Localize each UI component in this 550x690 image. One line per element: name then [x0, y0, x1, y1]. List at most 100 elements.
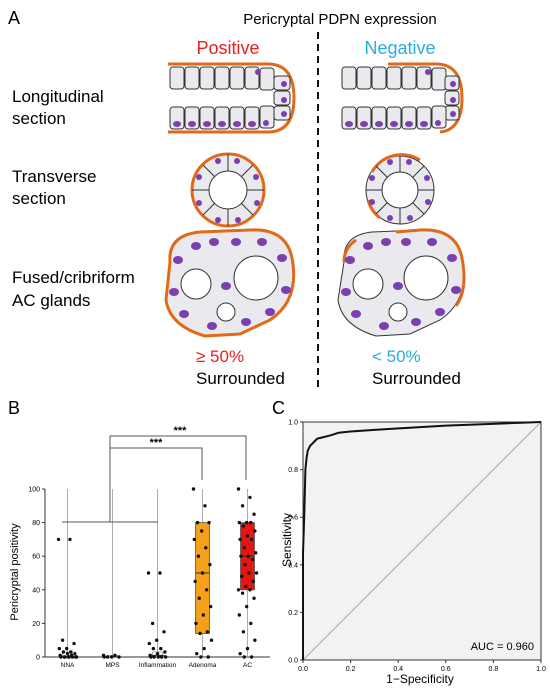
- x-tick-label-c: 0.2: [346, 666, 356, 673]
- data-point: [245, 534, 250, 538]
- data-point: [60, 638, 65, 642]
- data-point: [198, 631, 202, 636]
- data-point: [240, 591, 245, 595]
- data-point: [204, 546, 208, 550]
- row-label-fused: Fused/cribriform: [12, 268, 135, 287]
- data-point: [252, 512, 256, 516]
- data-point: [248, 495, 252, 500]
- box-adenoma: [195, 522, 210, 634]
- y-axis-title-c: Sensitivity: [280, 513, 294, 567]
- data-point: [240, 504, 245, 508]
- data-point: [236, 487, 241, 491]
- y-tick-label-c: 1.0: [288, 420, 298, 427]
- y-tick-label-b: 0: [36, 655, 40, 662]
- data-point: [57, 646, 62, 651]
- row-label-longitudinal-2: section: [12, 109, 66, 128]
- data-point: [159, 655, 164, 659]
- x-tick-label-b: Adenoma: [189, 662, 217, 669]
- data-point: [249, 621, 253, 626]
- data-point: [238, 537, 242, 542]
- y-tick-label-b: 60: [32, 554, 40, 561]
- positive-surrounded: Surrounded: [196, 369, 285, 388]
- y-tick-label-b: 40: [32, 587, 40, 594]
- row-label-transverse: Transverse: [12, 167, 96, 186]
- crypt-transverse-positive: [190, 152, 266, 228]
- diagonal-line: [302, 421, 542, 661]
- x-tick-label-c: 0.0: [298, 666, 308, 673]
- data-point: [70, 655, 75, 659]
- y-tick-label-b: 100: [28, 487, 40, 494]
- data-point: [152, 655, 156, 659]
- data-point: [197, 596, 201, 600]
- row-label-longitudinal: Longitudinal: [12, 87, 104, 106]
- y-tick-label-c: 0.4: [288, 562, 298, 569]
- data-point: [253, 638, 257, 642]
- data-point: [238, 651, 242, 656]
- sig-adenoma: ***: [150, 437, 164, 449]
- data-point: [109, 655, 114, 659]
- y-tick-label-c: 0.0: [288, 658, 298, 665]
- data-point: [249, 537, 254, 542]
- panel-b: B Pericryptal positivity 020406080100NNA…: [8, 398, 270, 669]
- data-point: [242, 655, 246, 659]
- data-point: [61, 650, 66, 654]
- data-point: [244, 604, 249, 609]
- x-tick-label-c: 0.6: [441, 666, 451, 673]
- data-point: [241, 524, 246, 528]
- negative-surrounded: Surrounded: [372, 369, 461, 388]
- data-point: [149, 655, 153, 659]
- data-point: [236, 588, 241, 592]
- data-point: [159, 646, 163, 651]
- data-point: [150, 621, 155, 626]
- data-point: [162, 630, 166, 634]
- y-tick-label-c: 0.8: [288, 467, 298, 474]
- gland-fused-negative: [337, 228, 466, 337]
- data-point: [74, 655, 79, 659]
- y-tick-label-b: 20: [32, 621, 40, 628]
- data-point: [200, 571, 205, 575]
- data-point: [194, 621, 198, 626]
- data-point: [155, 651, 160, 656]
- data-point: [56, 537, 61, 542]
- data-point: [147, 641, 152, 646]
- crypt-transverse-negative: [365, 153, 435, 225]
- data-point: [254, 571, 259, 575]
- data-point: [208, 604, 213, 609]
- data-point: [64, 646, 69, 651]
- x-axis-title-c: 1−Specificity: [386, 672, 454, 686]
- data-point: [240, 574, 244, 579]
- bracket-adenoma: [109, 447, 203, 522]
- data-point: [195, 651, 199, 656]
- data-point: [205, 630, 210, 634]
- row-label-transverse-2: section: [12, 189, 66, 208]
- data-point: [248, 588, 252, 592]
- data-point: [242, 546, 246, 550]
- positive-threshold: ≥ 50%: [196, 347, 244, 366]
- data-point: [72, 641, 76, 646]
- data-point: [237, 613, 242, 617]
- x-tick-label-b: MPS: [105, 662, 120, 669]
- panel-b-label: B: [8, 398, 20, 418]
- data-point: [241, 630, 246, 634]
- crypt-longitudinal-negative: [341, 62, 464, 134]
- data-point: [199, 529, 204, 533]
- data-point: [207, 520, 211, 525]
- panel-a: A Pericryptal PDPN expression Positive N…: [8, 8, 466, 390]
- data-point: [201, 613, 206, 617]
- data-point: [146, 571, 151, 575]
- positive-heading: Positive: [196, 38, 259, 58]
- data-point: [195, 520, 200, 525]
- data-point: [113, 653, 117, 658]
- data-point: [252, 596, 256, 600]
- data-point: [102, 655, 107, 659]
- data-point: [245, 646, 250, 651]
- data-point: [203, 504, 207, 508]
- data-point: [246, 554, 251, 558]
- significance-brackets: [62, 435, 247, 523]
- x-tick-label-b: Inflammation: [139, 662, 177, 669]
- data-point: [73, 651, 77, 656]
